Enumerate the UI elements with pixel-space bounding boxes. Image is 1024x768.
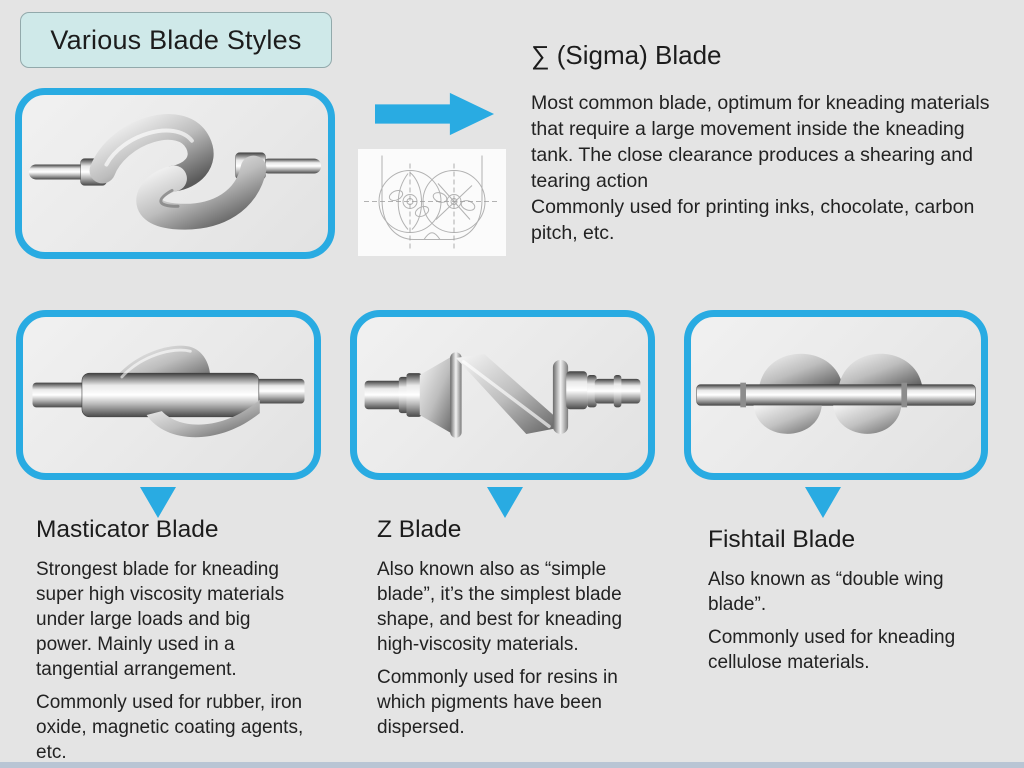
masticator-blade-image bbox=[32, 345, 305, 438]
z-blade-heading: Z Blade bbox=[377, 516, 462, 543]
sigma-description: ∑ (Sigma) Blade Most common blade, optim… bbox=[531, 40, 1009, 246]
fishtail-paragraph-1: Also known as “double wing blade”. bbox=[708, 569, 944, 615]
triangle-down-icon bbox=[805, 487, 841, 518]
fishtail-blade-photo-frame bbox=[684, 310, 988, 480]
sigma-cross-section-diagram bbox=[358, 149, 506, 256]
z-blade-image bbox=[364, 352, 641, 438]
sigma-blade-photo-frame bbox=[15, 88, 335, 259]
slide-title: Various Blade Styles bbox=[50, 24, 302, 55]
sigma-heading: ∑ (Sigma) Blade bbox=[531, 40, 722, 70]
z-blade-description: Z Blade Also known also as “simple blade… bbox=[377, 516, 649, 748]
fishtail-blade-heading: Fishtail Blade bbox=[708, 526, 856, 553]
masticator-paragraph-1: Strongest blade for kneading super high … bbox=[36, 559, 285, 680]
fishtail-blade-description: Fishtail Blade Also known as “double win… bbox=[708, 526, 990, 683]
masticator-blade-heading: Masticator Blade bbox=[36, 516, 219, 543]
sigma-cross-section-drawing bbox=[364, 155, 500, 250]
sigma-paragraph-2: Commonly used for printing inks, chocola… bbox=[531, 196, 975, 244]
masticator-blade-description: Masticator Blade Strongest blade for kne… bbox=[36, 516, 308, 768]
masticator-blade-photo-frame bbox=[16, 310, 321, 480]
sigma-blade-image bbox=[28, 114, 322, 230]
fishtail-blade-image bbox=[696, 353, 976, 434]
triangle-down-icon bbox=[140, 487, 176, 518]
masticator-paragraph-2: Commonly used for rubber, iron oxide, ma… bbox=[36, 692, 304, 763]
slide-title-box: Various Blade Styles bbox=[20, 12, 332, 68]
z-blade-photo-frame bbox=[350, 310, 655, 480]
right-arrow-icon bbox=[375, 92, 495, 136]
sigma-paragraph-1: Most common blade, optimum for kneading … bbox=[531, 92, 990, 192]
fishtail-paragraph-2: Commonly used for kneading cellulose mat… bbox=[708, 627, 956, 673]
z-blade-paragraph-1: Also known also as “simple blade”, it’s … bbox=[377, 559, 623, 655]
bottom-edge-bar bbox=[0, 762, 1024, 768]
triangle-down-icon bbox=[487, 487, 523, 518]
z-blade-paragraph-2: Commonly used for resins in which pigmen… bbox=[377, 667, 618, 738]
